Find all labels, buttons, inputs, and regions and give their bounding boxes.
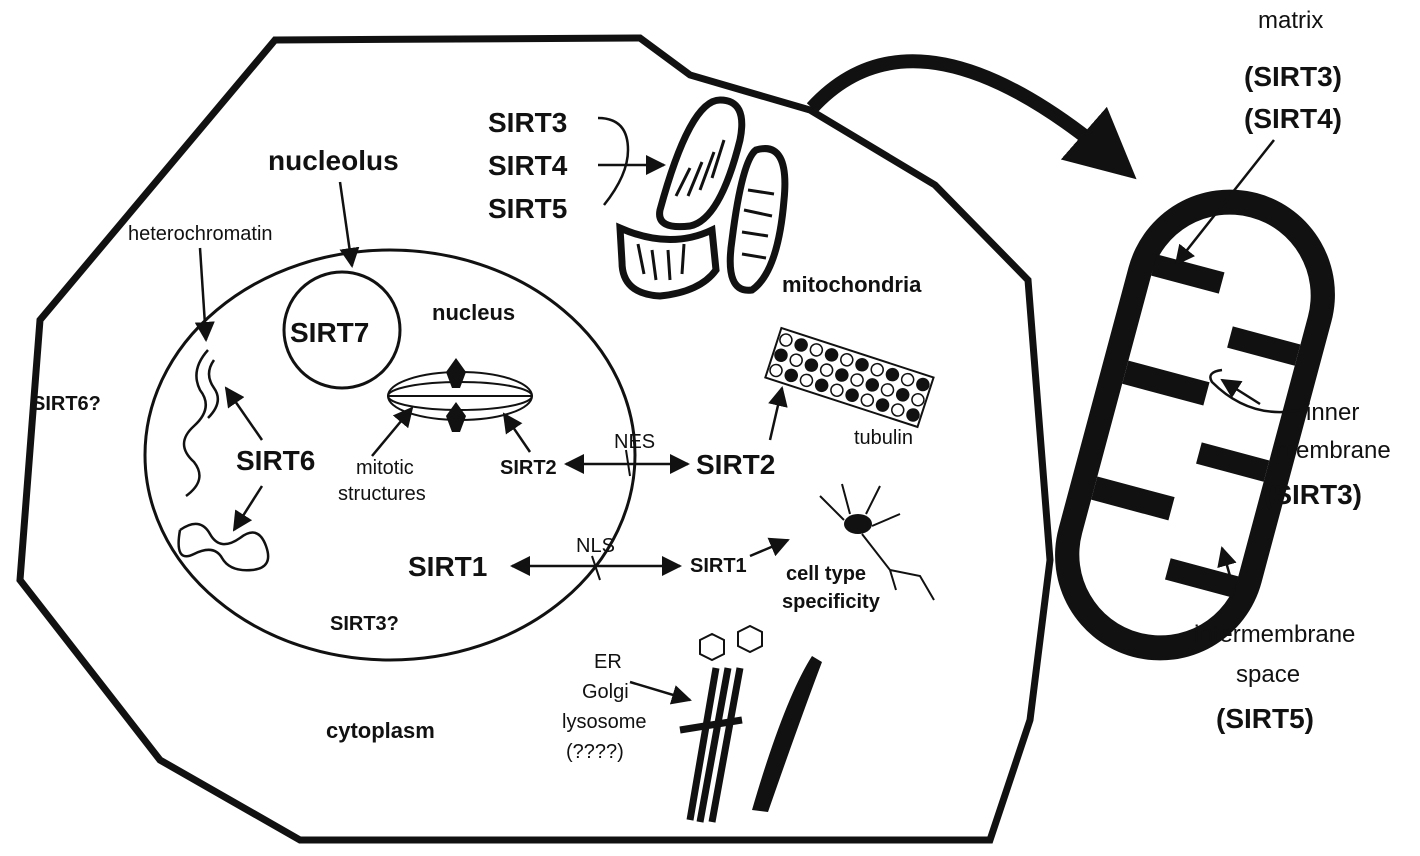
matrix-sirt4-label: (SIRT4) [1244, 103, 1342, 134]
cytoplasm-label: cytoplasm [326, 718, 435, 743]
sirt6-telomere-arrow [234, 486, 262, 530]
tubulin-subunit [849, 372, 864, 387]
tubulin-subunit [875, 398, 890, 413]
tubulin-subunit [834, 367, 849, 382]
tubulin-subunit [905, 407, 920, 422]
organelles-label-line2: Golgi [582, 681, 629, 703]
inner-membrane-label-line1: inner [1306, 399, 1359, 426]
tubulin-subunit [870, 362, 885, 377]
tubulin-subunit [778, 332, 793, 347]
sirt2-nuclear-label: SIRT2 [500, 457, 557, 479]
tubulin-subunit [895, 387, 910, 402]
cell-mitochondria [620, 100, 785, 296]
tubulin-subunit [799, 373, 814, 388]
nucleolus-label: nucleolus [268, 145, 399, 176]
er-golgi-icon [680, 626, 822, 822]
tubulin-subunit [768, 363, 783, 378]
organelles-label-line4: (????) [566, 741, 624, 763]
mitotic-label-line2: structures [338, 483, 426, 505]
sirt4-mito-label: SIRT4 [488, 150, 568, 181]
tubulin-subunit [910, 392, 925, 407]
nucleus-label: nucleus [432, 300, 515, 325]
tubulin-subunit [860, 393, 875, 408]
tubulin-subunit [900, 372, 915, 387]
tubulin-subunit [824, 347, 839, 362]
mitotic-spindle [388, 358, 532, 432]
sirt3-mito-label: SIRT3 [488, 107, 567, 138]
intermembrane-label-line2: space [1236, 661, 1300, 688]
tubulin-subunit [865, 377, 880, 392]
mitochondria-label: mitochondria [782, 272, 922, 297]
sirt6-cyto-label: SIRT6? [32, 393, 101, 415]
sirt7-label: SIRT7 [290, 317, 369, 348]
intermembrane-sirt5-label: (SIRT5) [1216, 703, 1314, 734]
tubulin-subunit [794, 337, 809, 352]
tubulin-subunit [915, 377, 930, 392]
tubulin-subunit [809, 342, 824, 357]
tubulin-subunit [814, 378, 829, 393]
intermembrane-label-line1: intermembrane [1194, 621, 1355, 648]
nucleus-envelope [145, 250, 635, 660]
organelles-label-line3: lysosome [562, 711, 646, 733]
mitotic-arrow-left [372, 408, 412, 456]
tubulin-subunit [804, 358, 819, 373]
tubulin-subunit [819, 363, 834, 378]
tubulin-subunit [773, 348, 788, 363]
mitotic-arrow-right [504, 414, 530, 452]
zoom-arrow [812, 61, 1126, 170]
sirt6-chromatin-arrow [226, 388, 262, 440]
tubulin-subunit [890, 402, 905, 417]
sirt2-tubulin-arrow [770, 388, 782, 440]
tubulin-subunit [839, 352, 854, 367]
organelles-label-line1: ER [594, 651, 622, 673]
tubulin-subunit [854, 357, 869, 372]
tubulin-subunit [885, 367, 900, 382]
tubulin-subunit [829, 383, 844, 398]
sirt6-nuclear-label: SIRT6 [236, 445, 315, 476]
sirt1-cyto-label: SIRT1 [690, 555, 747, 577]
tubulin-subunit [789, 353, 804, 368]
cell-type-label-line1: cell type [786, 563, 866, 585]
mito-sirt-bracket [598, 118, 628, 205]
organelles-arrow [630, 682, 690, 700]
nls-label: NLS [576, 535, 615, 557]
tubulin-label: tubulin [854, 427, 913, 449]
heterochromatin-label: heterochromatin [128, 223, 273, 245]
tubulin-subunit [845, 388, 860, 403]
sirt5-mito-label: SIRT5 [488, 193, 567, 224]
heterochromatin-fiber [184, 350, 218, 496]
nes-label: NES [614, 431, 655, 453]
matrix-label: matrix [1258, 7, 1323, 34]
telomere-chromatin [179, 524, 269, 570]
tubulin-lattice [765, 328, 933, 427]
inner-membrane-sirt3-label: (SIRT3) [1264, 479, 1362, 510]
cell-type-label-line2: specificity [782, 591, 881, 613]
tubulin-subunit [880, 382, 895, 397]
sirt3-nuclear-label: SIRT3? [330, 613, 399, 635]
sirt1-neuron-arrow [750, 540, 788, 556]
sirt2-cyto-label: SIRT2 [696, 449, 775, 480]
mitotic-label-line1: mitotic [356, 457, 414, 479]
matrix-sirt3-label: (SIRT3) [1244, 61, 1342, 92]
sirt1-nuclear-label: SIRT1 [408, 551, 487, 582]
inner-membrane-label-line2: membrane [1276, 437, 1391, 464]
tubulin-subunit [784, 368, 799, 383]
